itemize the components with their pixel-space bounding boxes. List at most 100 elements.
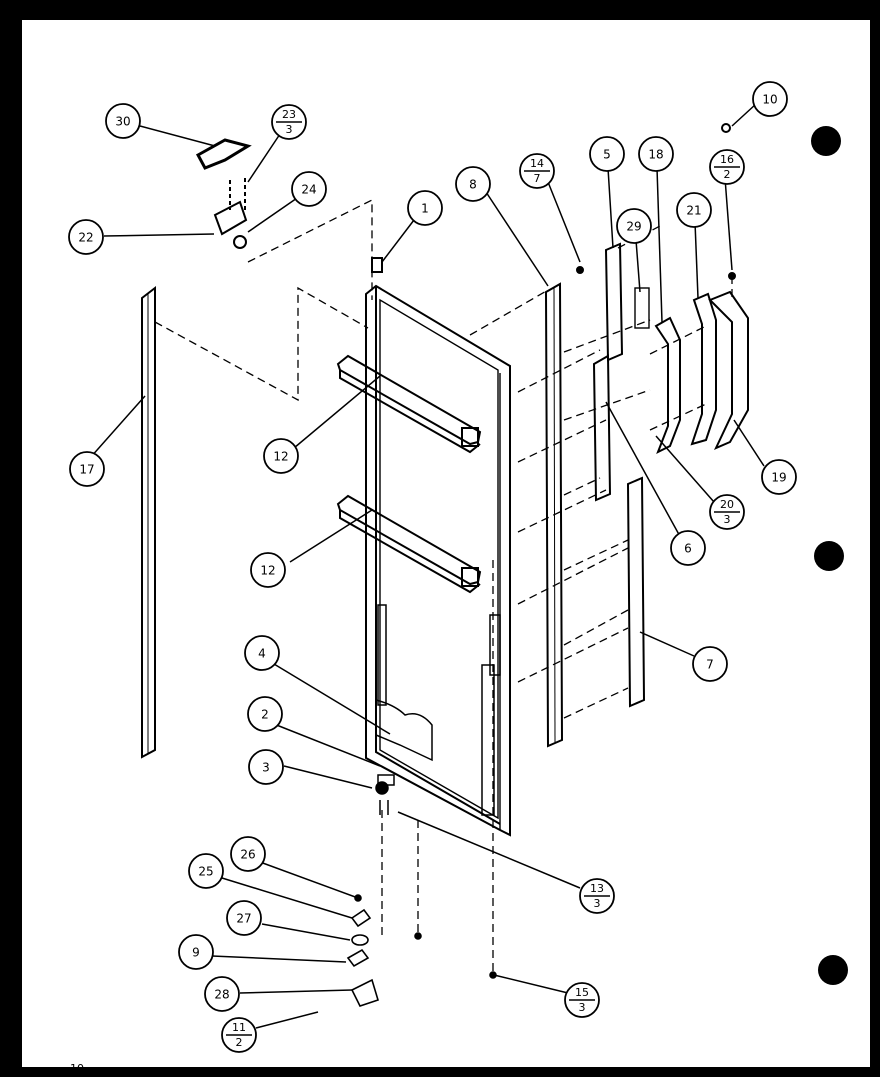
callout-c5: 5 [589,136,625,172]
bottom-hinge-assembly [346,894,497,1007]
callout-circle [69,451,105,487]
callout-c8: 8 [455,166,491,202]
callout-circle [638,136,674,172]
callout-number: 26 [240,848,255,862]
callout-circle [407,190,443,226]
callout-c22: 22 [68,219,104,255]
drawing-sheet [22,20,870,1067]
callout-circle [692,646,728,682]
screw-10 [721,123,731,133]
assembly-lines [154,198,733,975]
callout-circle [616,208,652,244]
callout-c21: 21 [676,192,712,228]
callout-bottom-number: 2 [236,1036,243,1049]
callout-c6: 6 [670,530,706,566]
callout-circle [455,166,491,202]
callout-number: 2 [261,708,269,722]
callout-c1: 1 [407,190,443,226]
screw-14 [576,266,584,274]
callout-circle [670,530,706,566]
callout-circle [676,192,712,228]
callout-circle [248,749,284,785]
callout-top-number: 11 [232,1021,246,1034]
callout-top-number: 16 [720,153,734,166]
callout-number: 19 [771,471,786,485]
callout-c18: 18 [638,136,674,172]
callout-c23: 233 [271,104,307,140]
callout-c16: 162 [709,149,745,185]
hinge-bracket-lower [375,604,501,816]
callout-c15: 153 [564,982,600,1018]
callout-top-number: 23 [282,108,296,121]
callout-bottom-number: 2 [724,168,731,181]
callout-number: 25 [198,865,213,879]
registration-dot-top [811,126,841,156]
callout-top-number: 14 [530,157,544,170]
callout-number: 27 [236,912,251,926]
callout-c2: 2 [247,696,283,732]
handle-cap-19 [708,290,749,450]
door-panel [365,284,511,837]
handle-section-18 [654,316,681,455]
callout-c27: 27 [226,900,262,936]
shelf-support-upper [336,354,482,454]
callout-circle [761,459,797,495]
callout-c19: 19 [761,459,797,495]
strip-5 [604,242,624,362]
page-code: 10 [70,1062,84,1075]
callout-c13: 133 [579,878,615,914]
callout-number: 17 [79,463,94,477]
callout-number: 9 [192,946,200,960]
callout-c29: 29 [616,208,652,244]
callout-c9: 9 [178,934,214,970]
callout-number: 5 [603,148,611,162]
callout-c25: 25 [188,853,224,889]
callout-number: 12 [273,450,288,464]
callout-c26: 26 [230,836,266,872]
handle-section-21 [690,292,717,446]
callout-c24: 24 [291,171,327,207]
callout-top-number: 20 [720,498,734,511]
registration-dot-bottom [818,955,848,985]
callout-number: 3 [262,761,270,775]
callout-number: 1 [421,202,429,216]
label-29 [634,287,650,329]
strip-6 [592,354,612,502]
callout-circle [250,552,286,588]
callout-c28: 28 [204,976,240,1012]
callout-c10: 10 [752,81,788,117]
callout-circle [178,934,214,970]
callout-number: 10 [762,93,777,107]
callout-circle [263,438,299,474]
callout-number: 8 [469,178,477,192]
callout-circle [752,81,788,117]
callout-number: 6 [684,542,692,556]
callout-number: 7 [706,658,714,672]
callout-bottom-number: 3 [594,897,601,910]
hinge-pin-1 [371,257,383,273]
shelf-support-lower [336,494,482,594]
callout-number: 21 [686,204,701,218]
callout-circle [589,136,625,172]
callout-number: 22 [78,231,93,245]
callout-c12a: 12 [263,438,299,474]
callout-c12b: 12 [250,552,286,588]
callout-circle [188,853,224,889]
top-hinge-assembly [195,138,252,249]
parts-group [141,123,749,1007]
callout-number: 18 [648,148,663,162]
callout-c17: 17 [69,451,105,487]
callout-top-number: 13 [590,882,604,895]
callout-circle [105,103,141,139]
callout-c30: 30 [105,103,141,139]
registration-dot-middle [814,541,844,571]
callout-bottom-number: 3 [579,1001,586,1014]
callout-circle [230,836,266,872]
callout-circle [291,171,327,207]
leader-lines [89,103,765,1029]
callout-c4: 4 [244,635,280,671]
callout-c7: 7 [692,646,728,682]
callout-number: 24 [301,183,316,197]
